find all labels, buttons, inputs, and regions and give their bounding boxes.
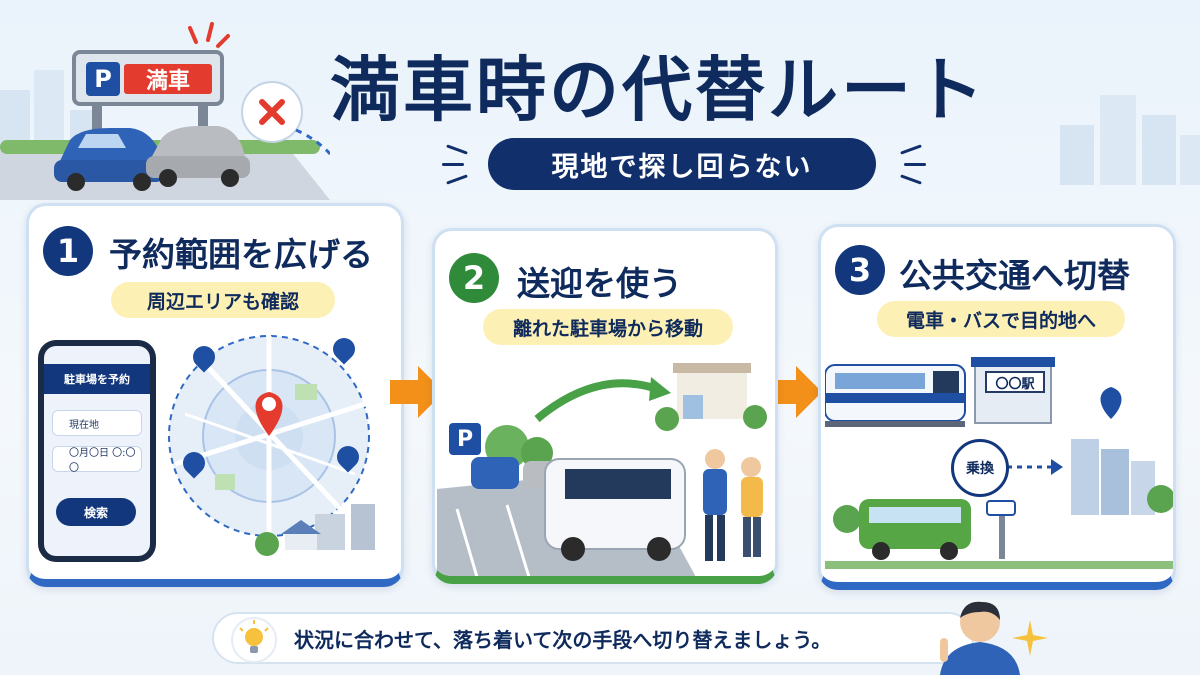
parking-p-sign: P — [86, 62, 120, 96]
accent-line — [900, 174, 922, 185]
accent-line — [446, 174, 468, 185]
arrow-right-icon — [768, 366, 822, 418]
step-card-3: 3 公共交通へ切替 電車・バスで目的地へ 〇〇駅 乗換 — [818, 224, 1176, 590]
parking-lot-graphic — [0, 22, 352, 200]
date-field: 〇月〇日 〇:〇〇 — [52, 446, 142, 474]
sparkle-icon — [1012, 620, 1048, 656]
search-button: 検索 — [56, 498, 136, 526]
subtitle-banner: 現地で探し回らない — [488, 138, 876, 190]
arrow-right-icon — [390, 366, 444, 418]
full-parking-illustration: P 満車 — [0, 0, 352, 200]
phone-screen: 駐車場を予約 現在地 〇月〇日 〇:〇〇 検索 — [44, 346, 150, 556]
accent-line — [904, 163, 926, 166]
location-field: 現在地 — [52, 410, 142, 436]
accent-line — [900, 144, 922, 155]
step-number-badge: 1 — [43, 226, 93, 276]
step-number-badge: 2 — [449, 253, 499, 303]
step-card-2: 2 送迎を使う 離れた駐車場から移動 P — [432, 228, 778, 584]
phone-illustration: 駐車場を予約 現在地 〇月〇日 〇:〇〇 検索 — [38, 340, 156, 562]
transfer-badge: 乗換 — [951, 439, 1009, 497]
tip-text: 状況に合わせて、落ち着いて次の手段へ切り替えましょう。 — [294, 627, 832, 652]
accent-line — [446, 144, 468, 155]
step-subtitle: 電車・バスで目的地へ — [877, 301, 1125, 337]
step-subtitle: 周辺エリアも確認 — [111, 282, 335, 318]
step-title: 送迎を使う — [517, 264, 682, 303]
step-title: 公共交通へ切替 — [899, 256, 1130, 295]
map-illustration — [168, 335, 375, 556]
step-subtitle: 離れた駐車場から移動 — [483, 309, 733, 345]
page-title: 満車時の代替ルート — [330, 49, 987, 131]
tip-banner: 状況に合わせて、落ち着いて次の手段へ切り替えましょう。 — [212, 612, 974, 664]
step-number-badge: 3 — [835, 245, 885, 295]
full-sign-label: 満車 — [124, 64, 212, 94]
guide-person-illustration — [940, 601, 1020, 675]
station-sign: 〇〇駅 — [985, 371, 1045, 393]
parking-p-sign: P — [449, 423, 481, 455]
shuttle-illustration — [437, 363, 767, 576]
skyline-right-illustration — [1060, 95, 1200, 185]
phone-header: 駐車場を予約 — [44, 364, 150, 394]
lightbulb-icon — [231, 617, 277, 663]
accent-line — [442, 163, 464, 166]
step-title: 予約範囲を広げる — [109, 235, 373, 274]
